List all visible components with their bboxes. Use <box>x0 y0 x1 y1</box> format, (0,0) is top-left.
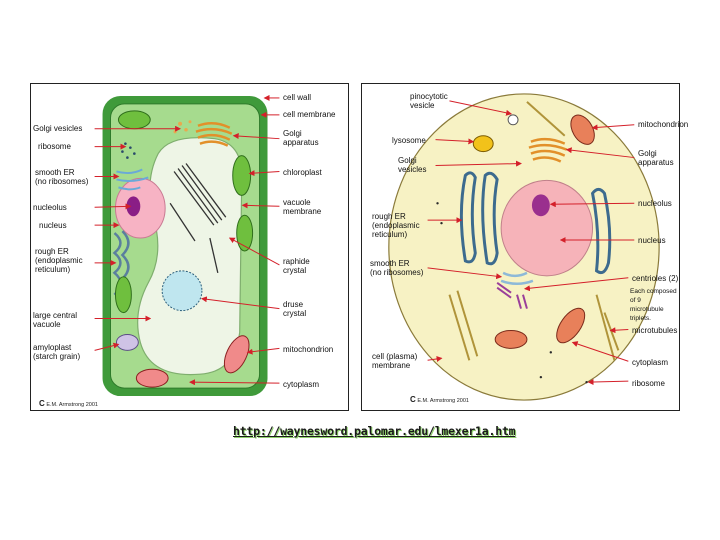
label-ribosome: ribosome <box>38 142 71 151</box>
animal-cell-diagram: pinocytotic vesicle lysosome Golgi vesic… <box>361 83 688 411</box>
copyright-symbol: C <box>410 395 416 404</box>
animal-copyright-text: E.M. Armstrong 2001 <box>417 398 469 404</box>
label-large-central-vacuole: large central vacuole <box>33 311 78 329</box>
plant-amyloplast <box>115 333 139 351</box>
label-cell-membrane: cell membrane <box>283 110 336 119</box>
animal-golgi-apparatus <box>528 137 568 163</box>
animal-cell-illustration <box>388 93 660 401</box>
animal-ribosomes <box>436 202 588 384</box>
label-microtubules: microtubules <box>632 326 678 335</box>
label-nucleolus: nucleolus <box>638 199 672 208</box>
plant-smooth-er <box>116 168 149 191</box>
copyright-symbol: C <box>39 399 45 408</box>
label-centrioles: centrioles (2) <box>632 274 679 283</box>
label-golgi-apparatus: Golgi apparatus <box>638 149 674 167</box>
source-link[interactable]: http://waynesword.palomar.edu/lmexer1a.h… <box>233 424 516 438</box>
label-cytoplasm: cytoplasm <box>632 358 669 367</box>
label-pinocytotic-vesicle: pinocytotic vesicle <box>410 92 448 110</box>
label-raphide-crystal: raphide crystal <box>283 257 310 275</box>
label-smooth-er: smooth ER (no ribosomes) <box>35 168 89 186</box>
label-cell-membrane: cell (plasma) membrane <box>372 352 418 370</box>
label-mitochondrion: mitochondrion <box>283 345 334 354</box>
label-centrioles-note: Each composed of 9 microtubule triplets. <box>630 288 677 322</box>
label-cell-wall: cell wall <box>283 93 312 102</box>
plant-copyright: C E.M. Armstrong 2001 <box>39 399 98 408</box>
label-nucleolus: nucleolus <box>33 203 67 212</box>
animal-nucleus <box>500 179 594 277</box>
label-druse-crystal: druse crystal <box>283 300 307 318</box>
label-smooth-er: smooth ER (no ribosomes) <box>370 259 424 277</box>
animal-pinocytotic-vesicle <box>507 114 519 126</box>
animal-mitochondria <box>494 114 595 349</box>
label-lysosome: lysosome <box>392 136 426 145</box>
animal-microtubules <box>448 101 620 361</box>
plant-nucleus <box>114 177 166 239</box>
label-golgi-apparatus: Golgi apparatus <box>283 129 319 147</box>
plant-golgi-vesicles <box>173 120 192 134</box>
label-rough-er: rough ER (endoplasmic reticulum) <box>372 212 420 239</box>
label-amyloplast: amyloplast (starch grain) <box>33 343 81 361</box>
plant-cell-diagram: cell wall cell membrane Golgi vesicles r… <box>30 83 349 411</box>
plant-label-arrows <box>94 94 280 386</box>
animal-centrioles <box>496 281 528 309</box>
label-chloroplast: chloroplast <box>283 168 322 177</box>
plant-nucleolus <box>126 196 141 217</box>
raphide-crystal-shape <box>169 163 227 273</box>
label-vacuole-membrane: vacuole membrane <box>283 198 322 216</box>
animal-nucleolus <box>531 194 550 217</box>
druse-crystal-shape <box>161 270 203 312</box>
label-ribosome: ribosome <box>632 379 665 388</box>
animal-smooth-er <box>500 271 534 286</box>
plant-cell-illustration <box>94 94 280 397</box>
label-nucleus: nucleus <box>638 236 666 245</box>
animal-lysosome <box>472 135 494 153</box>
label-golgi-vesicles: Golgi vesicles <box>33 124 83 133</box>
plant-copyright-text: E.M. Armstrong 2001 <box>46 402 98 408</box>
label-golgi-vesicles: Golgi vesicles <box>398 156 427 174</box>
label-rough-er: rough ER (endoplasmic reticulum) <box>35 247 83 274</box>
label-mitochondrion: mitochondrion <box>638 120 689 129</box>
label-cytoplasm: cytoplasm <box>283 380 320 389</box>
plant-golgi-apparatus <box>195 122 233 147</box>
plant-mitochondria <box>135 335 250 388</box>
animal-rough-er <box>459 171 612 275</box>
animal-copyright: C E.M. Armstrong 2001 <box>410 395 469 404</box>
label-nucleus: nucleus <box>39 221 67 230</box>
animal-label-arrows <box>427 100 635 386</box>
